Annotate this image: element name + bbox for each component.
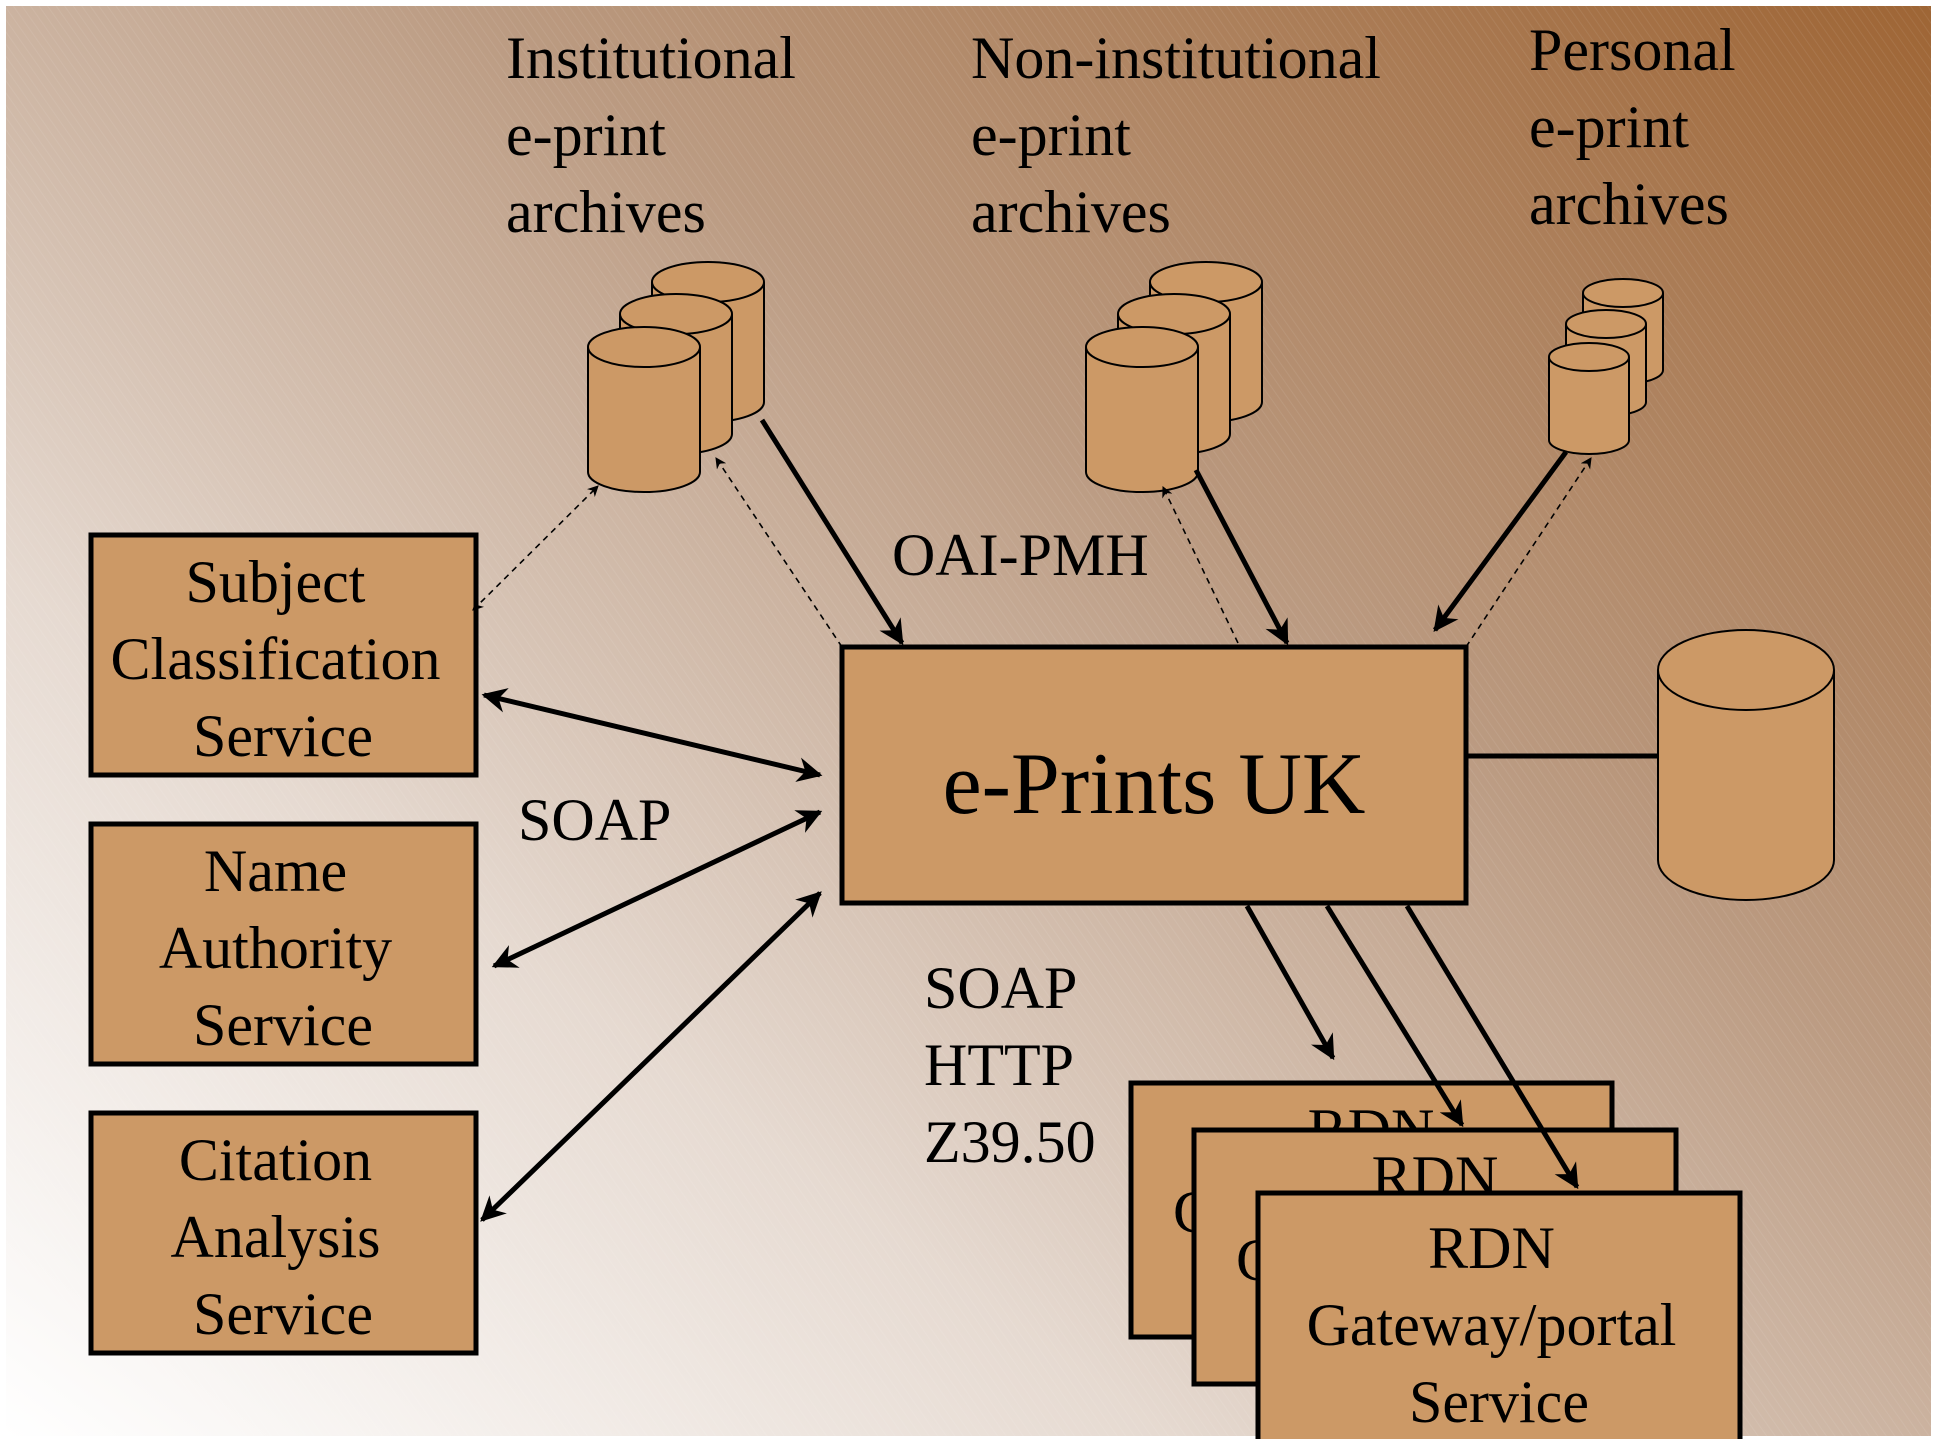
hub-to-personal-dashed-arrow: [1465, 457, 1592, 648]
non-institutional-harvest-arrow: [1193, 468, 1290, 646]
non-institutional-database-stack-icon: [1085, 261, 1263, 493]
outbound-arrow-rdn-3: [1404, 904, 1580, 1190]
citation-analysis-service-box: Citation Analysis Service: [88, 1110, 479, 1356]
hub-to-institutional-dashed-arrow: [715, 457, 843, 648]
institutional-database-stack-icon: [587, 261, 765, 493]
non-institutional-archives-label: Non-institutional e-print archives: [971, 25, 1396, 245]
hub-to-non-institutional-dashed-arrow: [1162, 485, 1239, 644]
database-icon: [1548, 342, 1630, 455]
svg-text:Name Authority Ser: Name Authority Service: [159, 838, 407, 1058]
outbound-arrow-rdn-2: [1324, 904, 1465, 1128]
eprints-uk-hub-box: e-Prints UK: [839, 644, 1469, 906]
subject-soap-arrow: [481, 688, 823, 782]
personal-archives-label: Personal e-print archives: [1529, 17, 1751, 237]
svg-text:Citation Analysis: Citation Analysis Service: [171, 1127, 396, 1347]
outbound-protocols-label: SOAP HTTP Z39.50: [924, 955, 1096, 1175]
subject-to-institutional-dashed-arrow: [472, 485, 599, 611]
subject-classification-service-box: Subject Classification Service: [88, 532, 479, 778]
rdn-gateway-portal-service-box: RDN Gateway/portal Service: [1255, 1190, 1743, 1439]
institutional-archives-label: Institutional e-print archives: [506, 25, 811, 245]
local-database-icon: [1657, 629, 1835, 901]
database-icon: [1085, 326, 1199, 493]
svg-text:RDN Gateway/portal: RDN Gateway/portal Service: [1307, 1215, 1692, 1435]
soap-label: SOAP: [518, 787, 671, 853]
svg-text:e-Prints UK: e-Prints UK: [943, 736, 1366, 833]
outbound-arrow-rdn-1: [1244, 904, 1336, 1061]
institutional-harvest-arrow: [759, 418, 905, 646]
database-icon: [587, 326, 701, 493]
personal-database-stack-icon: [1548, 278, 1664, 455]
personal-harvest-arrow: [1432, 450, 1569, 633]
svg-text:Subject Classification: Subject Classification Service: [111, 549, 456, 769]
citation-soap-arrow: [480, 891, 822, 1222]
oai-pmh-label: OAI-PMH: [892, 522, 1149, 588]
name-authority-service-box: Name Authority Service: [88, 821, 479, 1067]
